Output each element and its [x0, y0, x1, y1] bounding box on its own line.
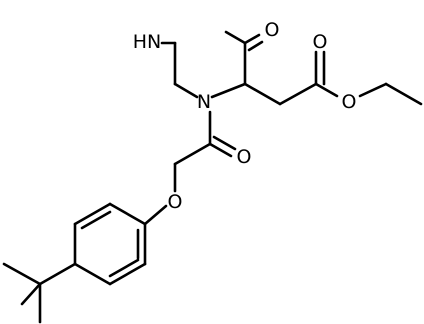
atom-label-o-ether: O [168, 191, 183, 213]
atom-label-o-acyl: O [237, 146, 252, 168]
atom-label-o-ester: O [342, 91, 357, 113]
bond-n-ch-ring [210, 82, 247, 99]
bond-acyl-c-ch2 [173, 142, 212, 166]
bond-cq-me-right [20, 282, 42, 306]
bond-amide-co-b [247, 40, 264, 52]
bond-o-ch2-ethyl [358, 82, 388, 98]
bond-amide-co-a [243, 33, 261, 45]
atom-label-nh: HN [133, 31, 162, 53]
bond-ester-c-o [314, 82, 339, 98]
bond-benzene-5 [108, 262, 147, 286]
bond-ch2-ester-c [278, 82, 318, 106]
bond-aryl-cq [38, 262, 77, 286]
bond-co-nh [224, 30, 247, 45]
atom-label-o-ester-carbonyl: O [313, 31, 328, 53]
bond-benzene-inner-1 [80, 210, 112, 230]
bond-ch-ch2-side [243, 82, 282, 106]
bond-ethyl-ch3 [384, 82, 423, 106]
bond-acyl-co-b [212, 135, 237, 151]
bond-acyl-co-a [208, 142, 233, 158]
bond-benzene-2 [73, 202, 112, 226]
bond-benzene-1 [108, 202, 147, 226]
atom-label-o-amide: O [265, 19, 280, 41]
bond-benzene-inner-2 [108, 258, 140, 278]
atom-label-n-ring: N [197, 91, 211, 113]
bond-cq-me-left [2, 262, 42, 286]
bond-benzene-4 [73, 262, 112, 286]
bond-ch2-n-ring [173, 82, 199, 99]
bond-o-ether-aryl [143, 204, 168, 226]
